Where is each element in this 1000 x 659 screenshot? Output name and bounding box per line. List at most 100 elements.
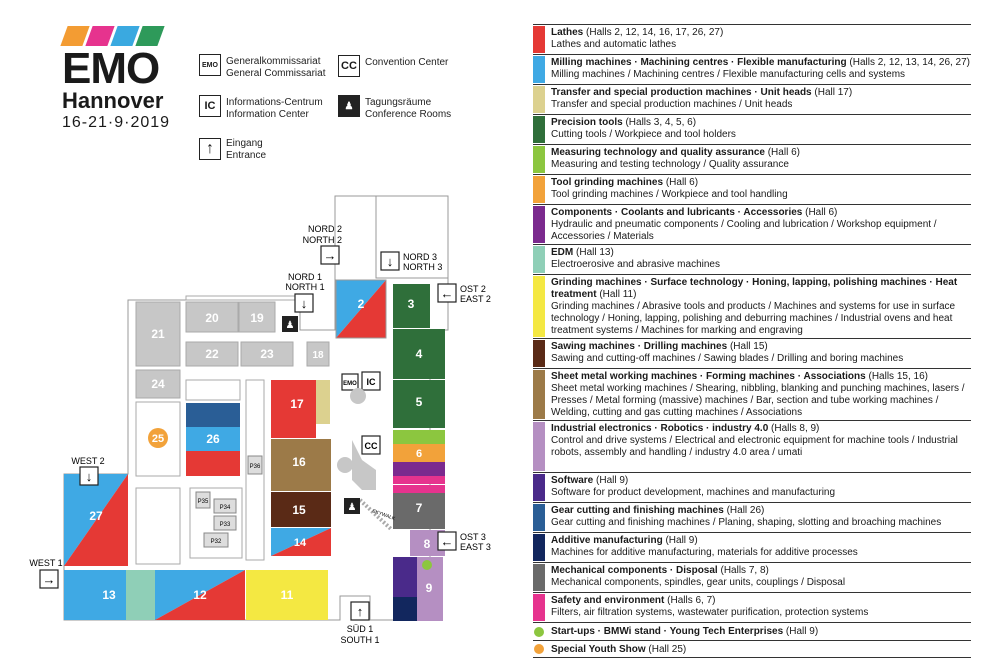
hall-4[interactable]: 4: [393, 329, 445, 379]
conference-rooms-marker[interactable]: ♟: [282, 316, 298, 332]
hall-7[interactable]: 7: [393, 485, 445, 529]
conference-rooms-marker[interactable]: ♟: [344, 498, 360, 514]
legend-halls: (Hall 13): [573, 247, 614, 258]
entrance-north-3[interactable]: ↓ NORD 3 NORTH 3: [380, 251, 442, 272]
hall-23[interactable]: 23: [240, 341, 294, 367]
hall-11-label: 11: [281, 588, 294, 602]
legend-swatch: [533, 594, 545, 621]
logo-city: Hannover: [62, 88, 164, 113]
arrow-down-icon: ↓: [301, 296, 308, 311]
hall-19[interactable]: 19: [238, 301, 276, 333]
conference-rooms-line1: Tagungsräume: [365, 97, 432, 108]
hall-21[interactable]: 21: [135, 301, 181, 367]
entrance-east-3[interactable]: ← OST 3 EAST 3: [437, 531, 491, 552]
arrow-right-icon: →: [324, 248, 337, 263]
hall-9[interactable]: 9: [393, 557, 443, 621]
hall-27[interactable]: 27: [64, 474, 128, 566]
hall-15[interactable]: 15: [271, 492, 331, 527]
hall-22[interactable]: 22: [185, 341, 239, 367]
legend-title: Transfer and special production machines…: [551, 87, 812, 98]
hall-16[interactable]: 16: [271, 439, 331, 491]
hall-24[interactable]: 24: [135, 369, 181, 399]
hall-14[interactable]: 14: [271, 528, 331, 556]
legend-row: Milling machines · Machining centres · F…: [533, 54, 971, 84]
legend-title: Tool grinding machines: [551, 177, 664, 188]
hall-5[interactable]: 5: [393, 380, 445, 428]
legend-subtitle: Grinding machines / Abrasive tools and p…: [551, 301, 956, 336]
hall-13[interactable]: 13: [64, 570, 155, 620]
pavilion-p33[interactable]: P33: [213, 515, 237, 531]
entrance-north-1[interactable]: NORD 1 NORTH 1 ↓: [285, 272, 325, 313]
hall-12[interactable]: 12: [155, 570, 245, 620]
entrance-north-2[interactable]: NORD 2 NORTH 2 →: [303, 224, 342, 265]
hall-6[interactable]: 6: [393, 430, 445, 484]
legend-subtitle: Sheet metal working machines / Shearing,…: [551, 383, 965, 418]
pavilion-p34[interactable]: P34: [213, 498, 237, 514]
convention-center-icon: CC: [338, 55, 360, 77]
pavilion-p32-label: P32: [211, 539, 222, 545]
hall-17[interactable]: 17: [271, 380, 330, 438]
entrance-line2: Entrance: [226, 150, 267, 161]
entrance-west-1-de: WEST 1: [29, 558, 62, 568]
legend-subtitle: Gear cutting and finishing machines / Pl…: [551, 517, 942, 528]
entrance-east-2[interactable]: ← OST 2 EAST 2: [437, 283, 491, 304]
legend-title: Start-ups · BMWi stand · Young Tech Ente…: [551, 626, 784, 637]
entrance-west-2[interactable]: WEST 2 ↓: [71, 456, 105, 486]
entrance-south-1[interactable]: ↑ SÜD 1 SOUTH 1: [340, 601, 380, 645]
pavilion-p36[interactable]: P36: [247, 455, 263, 475]
emo-commissariat-marker[interactable]: EMO: [341, 373, 359, 391]
pavilion-p35-label: P35: [198, 499, 209, 505]
site-map: 2 3 4 5 6 7 8 9 11 12 13: [29, 195, 491, 645]
legend-swatch: [533, 86, 545, 113]
legend-title: Components · Coolants and lubricants · A…: [551, 207, 803, 218]
legend-subtitle: Electroerosive and abrasive machines: [551, 259, 720, 270]
legend-halls: (Hall 17): [811, 87, 853, 98]
legend-subtitle: Tool grinding machines / Workpiece and t…: [551, 189, 788, 200]
pavilion-p36-label: P36: [250, 464, 261, 470]
hall-20[interactable]: 20: [185, 301, 239, 333]
conference-rooms-icon: ♟: [338, 95, 360, 117]
legend-text: Gear cutting and finishing machines (Hal…: [551, 505, 971, 529]
legend-text: Components · Coolants and lubricants · A…: [551, 207, 971, 243]
emo-logo: EMO Hannover 16-21·9·2019: [60, 26, 202, 134]
legend-text: Industrial electronics · Robotics · indu…: [551, 423, 971, 459]
legend-title: Precision tools: [551, 117, 623, 128]
conference-glyph: ♟: [348, 502, 357, 513]
legend-title: Milling machines · Machining centres · F…: [551, 57, 847, 68]
legend-subtitle: Sawing and cutting-off machines / Sawing…: [551, 353, 904, 364]
entrance-line1: Eingang: [226, 138, 263, 149]
hall-9-label: 9: [426, 581, 433, 595]
pavilion-p32[interactable]: P32: [203, 532, 229, 548]
legend-row: Special Youth Show (Hall 25): [533, 640, 971, 658]
convention-center-marker[interactable]: CC: [361, 435, 381, 455]
hall-3[interactable]: 3: [393, 284, 430, 328]
legend-subtitle: Software for product development, machin…: [551, 487, 836, 498]
entrance-west-1[interactable]: WEST 1 →: [29, 558, 63, 589]
legend-title: Measuring technology and quality assuran…: [551, 147, 765, 158]
legend-title: Mechanical components · Disposal: [551, 565, 718, 576]
general-commissariat-line2: General Commissariat: [226, 68, 326, 79]
legend-subtitle: Measuring and testing technology / Quali…: [551, 159, 789, 170]
hall-26[interactable]: 26: [185, 379, 241, 476]
legend-row: Tool grinding machines (Hall 6)Tool grin…: [533, 174, 971, 204]
legend-text: Special Youth Show (Hall 25): [551, 644, 971, 656]
legend-title: Special Youth Show: [551, 644, 646, 655]
entrance-east-2-en: EAST 2: [460, 294, 491, 304]
hall-18[interactable]: 18: [306, 341, 330, 367]
legend-halls: (Halls 7, 8): [717, 565, 769, 576]
legend-swatch: [533, 276, 545, 337]
legend-halls: (Halls 15, 16): [865, 371, 928, 382]
legend-dot: [534, 626, 544, 637]
conference-glyph: ♟: [286, 320, 295, 331]
pavilion-p35[interactable]: P35: [195, 491, 211, 509]
convention-center-line1: Convention Center: [365, 57, 449, 68]
information-center-marker[interactable]: IC: [361, 371, 381, 391]
convention-center-building: [352, 440, 376, 490]
hall-25[interactable]: 25: [135, 401, 181, 477]
legend-swatch: [533, 534, 545, 561]
hall-2[interactable]: 2: [335, 279, 387, 339]
legend-text: Precision tools (Halls 3, 4, 5, 6)Cuttin…: [551, 117, 971, 141]
legend-subtitle: Filters, air filtration systems, wastewa…: [551, 607, 869, 618]
hall-11[interactable]: 11: [246, 570, 328, 620]
hall-17-label: 17: [290, 397, 304, 411]
